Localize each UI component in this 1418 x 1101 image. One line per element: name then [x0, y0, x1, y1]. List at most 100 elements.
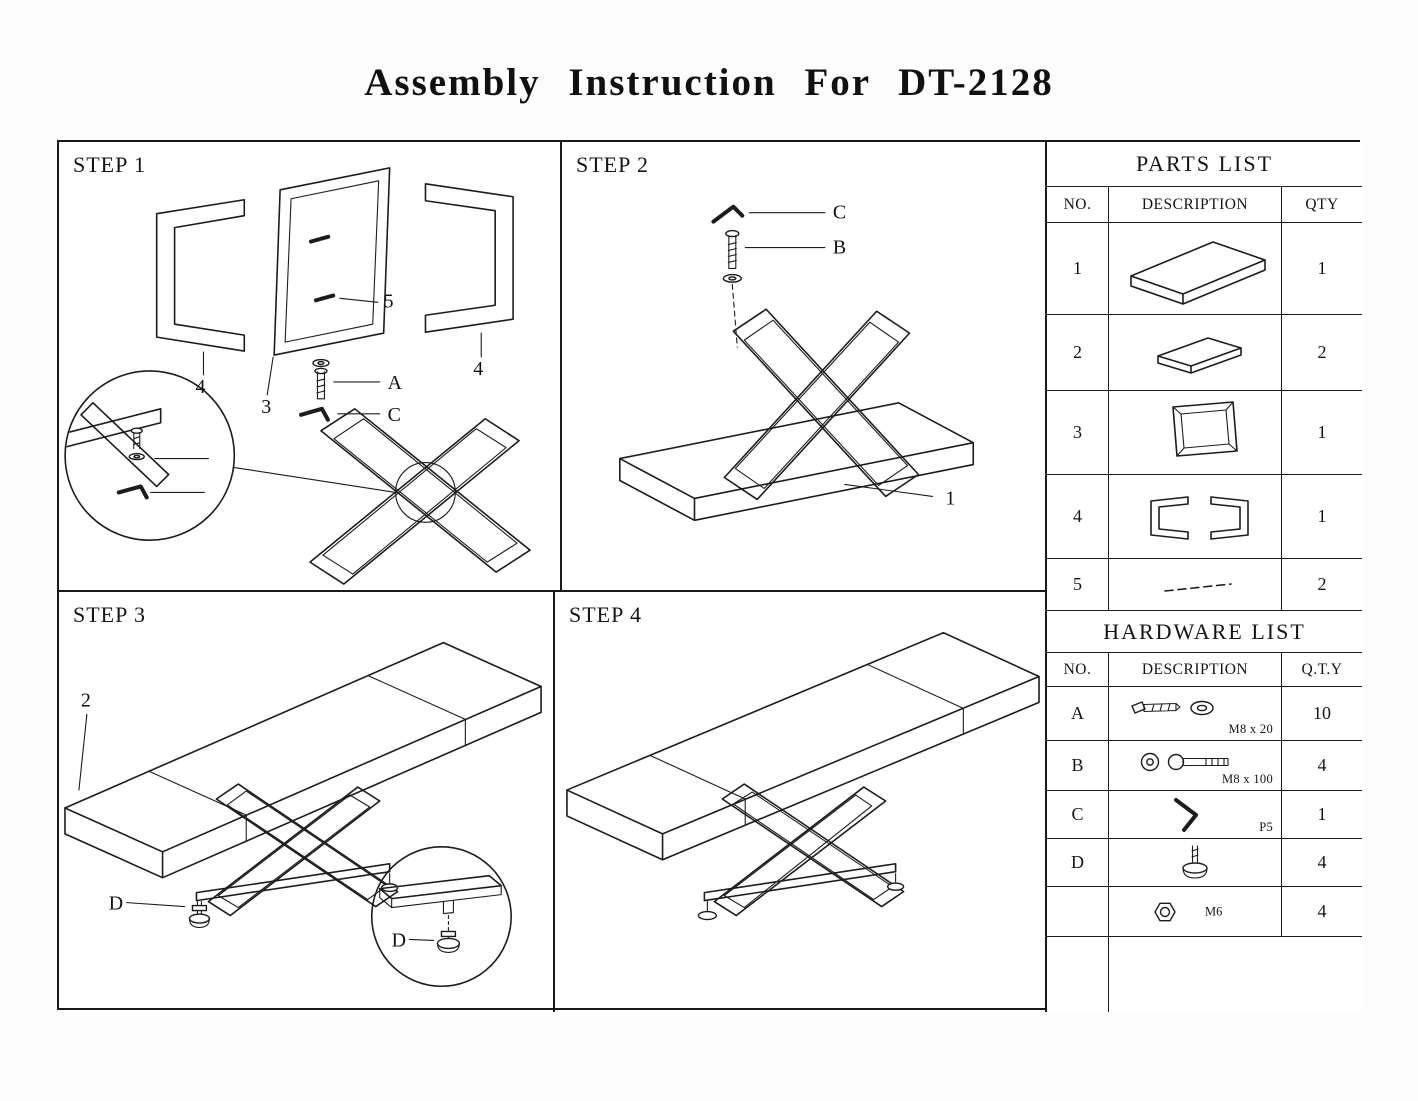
hardware-row-nut: M6 4 [1047, 887, 1362, 937]
hardware-spec: M8 x 100 [1221, 772, 1273, 786]
zoom-detail-circle: D [370, 846, 512, 988]
hardware-description [1109, 839, 1282, 886]
hardware-row-a: A M8 x 20 10 [1047, 687, 1362, 741]
bolt-and-washer-icon [1130, 700, 1214, 715]
hardware-no: A [1047, 687, 1109, 740]
step4-panel: STEP 4 [555, 592, 1047, 1012]
callout-b: B [833, 237, 846, 259]
hardware-qty: 4 [1317, 755, 1327, 775]
part-qty: 2 [1317, 574, 1327, 594]
part-qty: 1 [1317, 506, 1327, 526]
step1-label: STEP 1 [73, 152, 147, 177]
parts-list-header: NO. DESCRIPTION QTY [1047, 187, 1362, 223]
parts-and-hardware-column: PARTS LIST NO. DESCRIPTION QTY 1 1 2 [1047, 142, 1362, 1012]
part-description [1109, 315, 1282, 390]
hardware-spec: M6 [1205, 904, 1223, 918]
part-description [1109, 223, 1282, 314]
step3-drawing: 2 D [64, 641, 542, 988]
bolt-a-icon [312, 358, 381, 400]
part-qty: 1 [1317, 422, 1327, 442]
callout-d: D [109, 893, 123, 915]
hardware-list-header: NO. DESCRIPTION Q.T.Y [1047, 653, 1362, 687]
callout-a: A [388, 372, 403, 394]
x-base-assembly [233, 408, 531, 585]
table-top-board [64, 641, 542, 879]
hardware-description: P5 [1109, 791, 1282, 838]
filler-desc-cell [1109, 937, 1362, 1012]
parts-list-title: PARTS LIST [1047, 142, 1362, 187]
x-base-assembly [195, 783, 399, 917]
table-top-icon [1129, 240, 1266, 305]
hex-nut-icon [1153, 902, 1176, 921]
part-no: 5 [1047, 559, 1109, 610]
hardware-description: M8 x 20 [1109, 687, 1282, 740]
callout-3: 3 [261, 396, 271, 418]
part-no: 3 [1047, 391, 1109, 474]
hardware-description: M8 x 100 [1109, 741, 1282, 790]
hardware-row-b: B M8 x 100 4 [1047, 741, 1362, 791]
step4-drawing [566, 631, 1040, 921]
bolt-b-icon [722, 229, 826, 348]
parts-row-2: 2 2 [1047, 315, 1362, 391]
part-description [1109, 559, 1282, 610]
step1-panel: STEP 1 4 3 5 [59, 142, 562, 592]
header-description: DESCRIPTION [1109, 653, 1282, 686]
frame-panel-icon [1171, 400, 1238, 457]
callout-4-right: 4 [473, 358, 483, 380]
callout-5: 5 [384, 290, 394, 312]
part-no: 4 [1047, 475, 1109, 558]
header-no: NO. [1047, 653, 1109, 686]
step2-drawing: C B [619, 202, 975, 522]
parts-row-5: 5 2 [1047, 559, 1362, 611]
parts-row-3: 3 1 [1047, 391, 1362, 475]
allen-key-icon [299, 406, 381, 422]
frame-panel-part [266, 167, 391, 396]
parts-row-4: 4 1 [1047, 475, 1362, 559]
table-filler [1047, 937, 1362, 1012]
step3-panel: STEP 3 2 [59, 592, 555, 1012]
x-base-assembly [703, 783, 905, 917]
allen-key-icon [1173, 797, 1198, 832]
part-description [1109, 475, 1282, 558]
hardware-qty: 1 [1317, 804, 1327, 824]
side-brackets-icon [1149, 495, 1249, 540]
part-qty: 1 [1317, 258, 1327, 278]
support-bar-icon [1163, 582, 1232, 592]
hardware-no: C [1047, 791, 1109, 838]
hardware-no: D [1047, 839, 1109, 886]
hardware-qty: 4 [1317, 852, 1327, 872]
callout-d-zoom: D [392, 929, 406, 951]
callout-c: C [833, 202, 846, 224]
x-base-assembly [723, 308, 920, 501]
side-bracket-right [424, 183, 514, 358]
parts-row-1: 1 1 [1047, 223, 1362, 315]
header-qty: Q.T.Y [1301, 660, 1343, 678]
header-description: DESCRIPTION [1109, 187, 1282, 222]
hardware-no: B [1047, 741, 1109, 790]
allen-key-icon [711, 204, 826, 224]
step1-drawing: 4 3 5 4 [64, 167, 531, 585]
extension-leaf-icon [1156, 336, 1242, 374]
callout-2: 2 [81, 689, 91, 711]
part-no: 1 [1047, 223, 1109, 314]
step3-label: STEP 3 [73, 602, 147, 627]
content-frame: STEP 1 4 3 5 [57, 140, 1362, 1012]
hardware-row-c: C P5 1 [1047, 791, 1362, 839]
hardware-spec: P5 [1259, 820, 1273, 834]
hardware-qty: 4 [1317, 901, 1327, 921]
leveler-foot-icon [1181, 844, 1208, 879]
hardware-description: M6 [1109, 887, 1282, 936]
callout-4-left: 4 [196, 376, 206, 398]
header-no: NO. [1047, 187, 1109, 222]
hardware-spec: M8 x 20 [1228, 722, 1273, 736]
side-bracket-left [155, 198, 246, 376]
page-title: Assembly Instruction For DT-2128 [364, 61, 1054, 104]
washer-and-bolt-icon [1140, 752, 1229, 771]
filler-no-cell [1047, 937, 1109, 1012]
hardware-no [1047, 887, 1109, 936]
step4-label: STEP 4 [569, 602, 643, 627]
hardware-row-d: D 4 [1047, 839, 1362, 887]
part-description [1109, 391, 1282, 474]
zoom-detail-circle [64, 370, 236, 542]
